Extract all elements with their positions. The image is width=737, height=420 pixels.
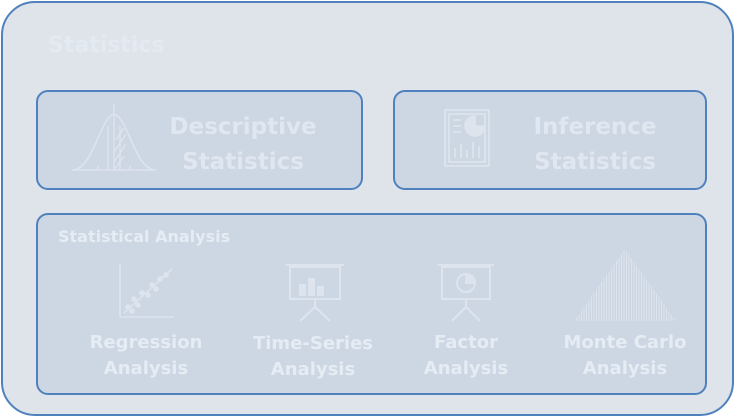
statistical-analysis-box: Statistical Analysis Regression Analysis — [36, 213, 707, 395]
regression-analysis-label: Regression Analysis — [76, 330, 216, 382]
presentation-bar-chart-icon — [286, 264, 344, 322]
inference-statistics-box: Inference Statistics — [393, 90, 707, 190]
descriptive-statistics-box: Descriptive Statistics — [36, 90, 363, 190]
monte-carlo-analysis-label: Monte Carlo Analysis — [555, 330, 695, 382]
inference-statistics-label: Inference Statistics — [525, 110, 665, 180]
monte-carlo-line2: Analysis — [582, 358, 668, 379]
monte-carlo-line1: Monte Carlo — [563, 332, 687, 353]
statistical-analysis-title: Statistical Analysis — [58, 227, 231, 246]
presentation-pie-chart-icon — [438, 264, 494, 322]
regression-line1: Regression — [89, 332, 203, 353]
time-series-line1: Time-Series — [252, 333, 374, 354]
descriptive-statistics-label: Descriptive Statistics — [168, 110, 318, 180]
inference-label-line2: Statistics — [534, 149, 656, 175]
report-chart-icon — [444, 109, 490, 167]
factor-analysis-label: Factor Analysis — [396, 330, 536, 382]
factor-line2: Analysis — [423, 358, 509, 379]
regression-line2: Analysis — [103, 358, 189, 379]
scatter-plot-icon — [119, 263, 174, 318]
time-series-analysis-label: Time-Series Analysis — [243, 331, 383, 383]
histogram-icon — [576, 250, 675, 321]
inference-label-line1: Inference — [533, 114, 657, 140]
statistics-title: Statistics — [48, 33, 165, 58]
descriptive-label-line1: Descriptive — [169, 114, 317, 140]
descriptive-label-line2: Statistics — [182, 149, 304, 175]
factor-line1: Factor — [434, 332, 498, 353]
time-series-line2: Analysis — [270, 359, 356, 380]
bell-curve-icon — [72, 104, 156, 171]
